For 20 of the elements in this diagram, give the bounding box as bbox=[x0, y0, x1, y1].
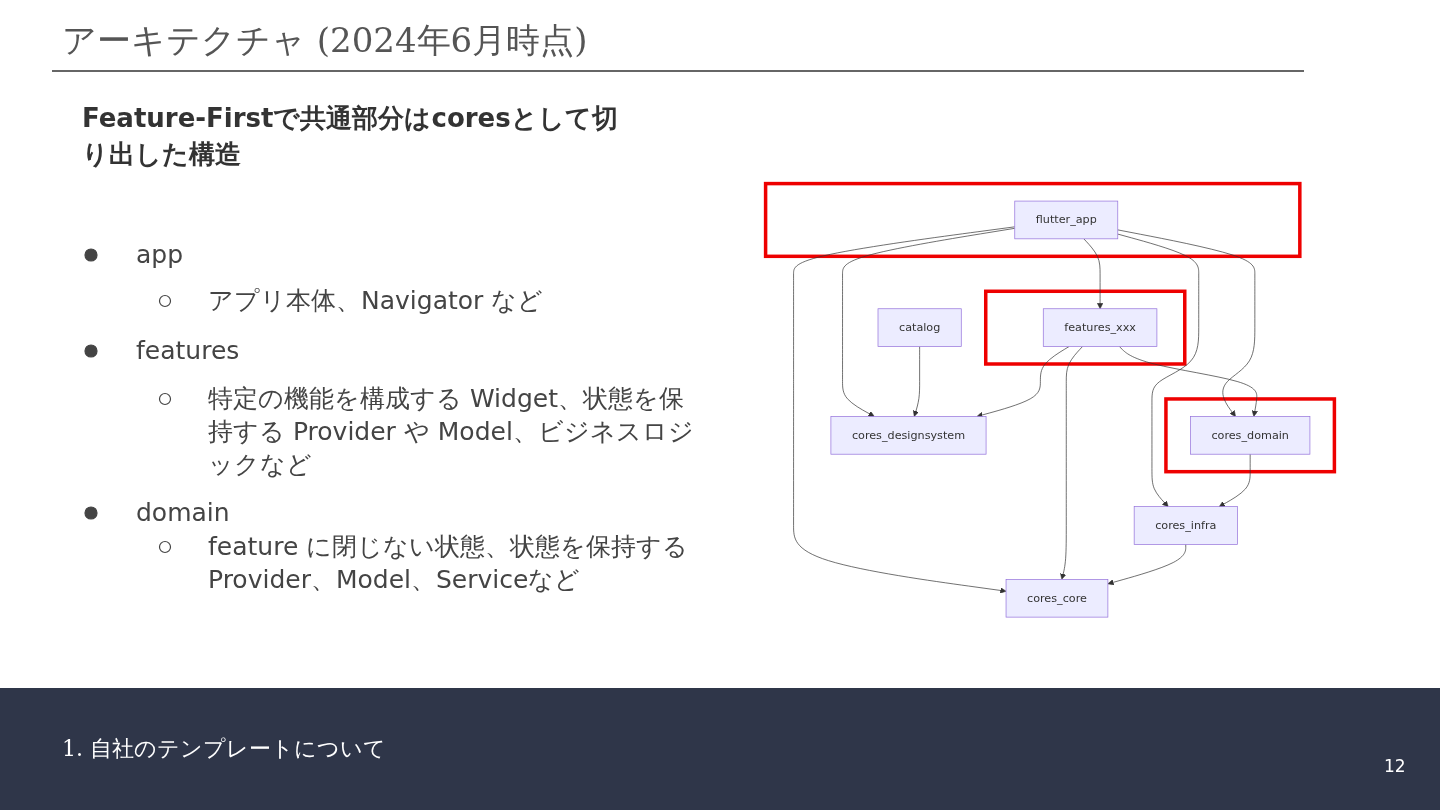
bullet-text: アプリ本体、Navigator など bbox=[208, 285, 545, 317]
slide-title: アーキテクチャ (2024年6月時点) bbox=[62, 19, 588, 62]
page-number: 12 bbox=[1384, 756, 1406, 776]
bullet-text: feature に閉じない状態、状態を保持する Provider、Model、Serviceなど bbox=[208, 531, 690, 596]
bullet-text: features bbox=[136, 335, 240, 367]
bullet-text: 特定の機能を構成する Widget、状態を保持する Provider や Model、ビジネスロジックなど bbox=[208, 383, 695, 481]
node-box: cores_designsystem bbox=[830, 415, 987, 455]
section-label: 1. 自社のテンプレートについて bbox=[62, 735, 386, 763]
heading: Feature-Firstで共通部分はcoresとして切り出した構造 bbox=[82, 102, 619, 171]
bullet-text: app bbox=[136, 239, 184, 271]
node-box: cores_core bbox=[1005, 578, 1109, 618]
node-box: flutter_app bbox=[1014, 200, 1119, 239]
cluster bbox=[763, 181, 1302, 258]
bullet-text: domain bbox=[136, 497, 230, 529]
node-box: features_xxx bbox=[1042, 308, 1158, 347]
node-box: cores_infra bbox=[1133, 505, 1238, 545]
cluster bbox=[984, 289, 1187, 366]
cluster bbox=[1164, 396, 1337, 474]
node-box: catalog bbox=[877, 308, 962, 347]
node-box: cores_domain bbox=[1190, 415, 1311, 455]
